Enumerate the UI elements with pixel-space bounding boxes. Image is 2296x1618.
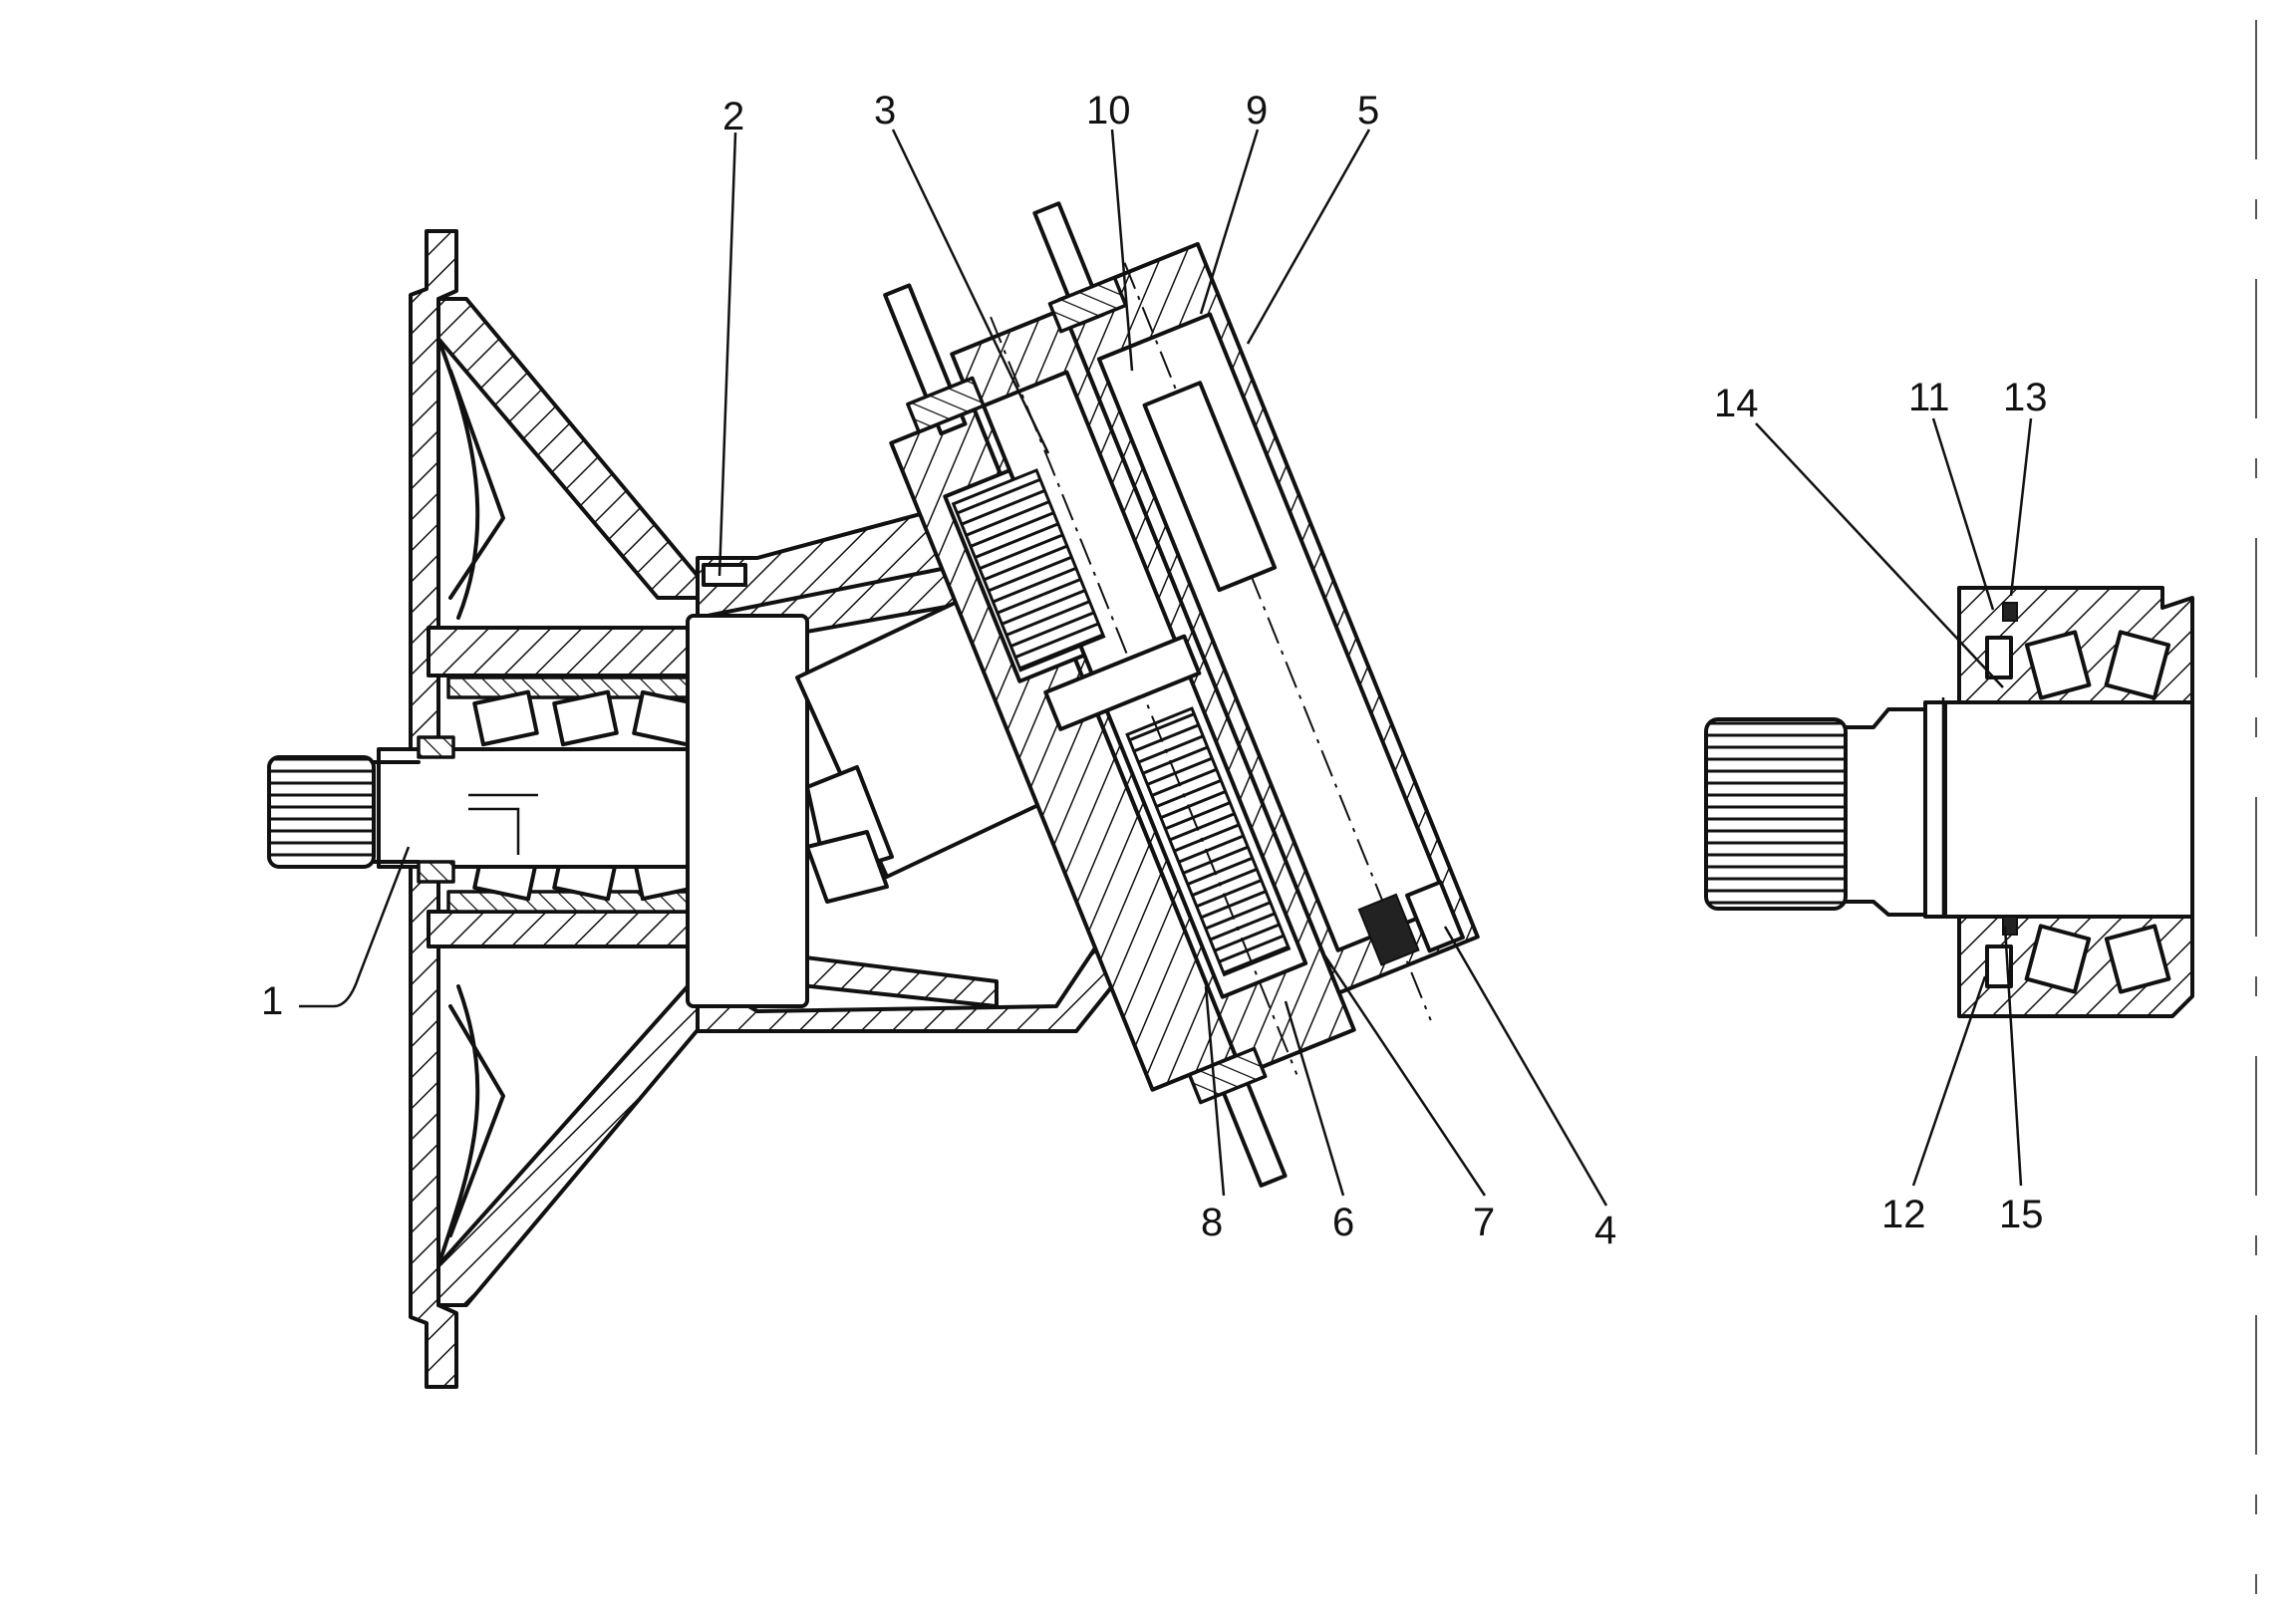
- callout-14: 14: [1714, 382, 1759, 425]
- cylinder-block-assembly: [883, 201, 1480, 1188]
- callout-10: 10: [1086, 89, 1131, 133]
- tapered-roller-bearings: [446, 675, 719, 914]
- drive-flange-disc: [686, 614, 809, 1008]
- shaft-spline: [267, 755, 376, 869]
- housing-lower-cone: [436, 984, 719, 1307]
- output-shaft: [267, 735, 729, 884]
- callout-4: 4: [1594, 1209, 1616, 1252]
- callout-5: 5: [1357, 89, 1379, 133]
- callout-2: 2: [722, 95, 744, 138]
- callout-1: 1: [261, 979, 283, 1023]
- callout-9: 9: [1246, 89, 1268, 133]
- callout-12: 12: [1881, 1193, 1926, 1236]
- callout-11: 11: [1908, 376, 1950, 419]
- callout-15: 15: [1999, 1193, 2044, 1236]
- callout-6: 6: [1332, 1201, 1354, 1244]
- piston-stack: [951, 468, 1292, 977]
- callout-labels: 1 2 3 10 9 5 8 6 7 4 14 11 13 12 15: [261, 89, 2048, 1252]
- callout-13: 13: [2003, 376, 2048, 419]
- main-sectional-view: [267, 201, 1480, 1389]
- callout-7: 7: [1473, 1201, 1495, 1244]
- detail-sectional-view: [1704, 586, 2194, 1018]
- detail-shaft-spline: [1704, 717, 1848, 911]
- callout-3: 3: [874, 89, 896, 133]
- callout-8: 8: [1201, 1201, 1223, 1244]
- leader-lines: [299, 129, 2033, 1207]
- housing-upper-cone: [436, 297, 700, 620]
